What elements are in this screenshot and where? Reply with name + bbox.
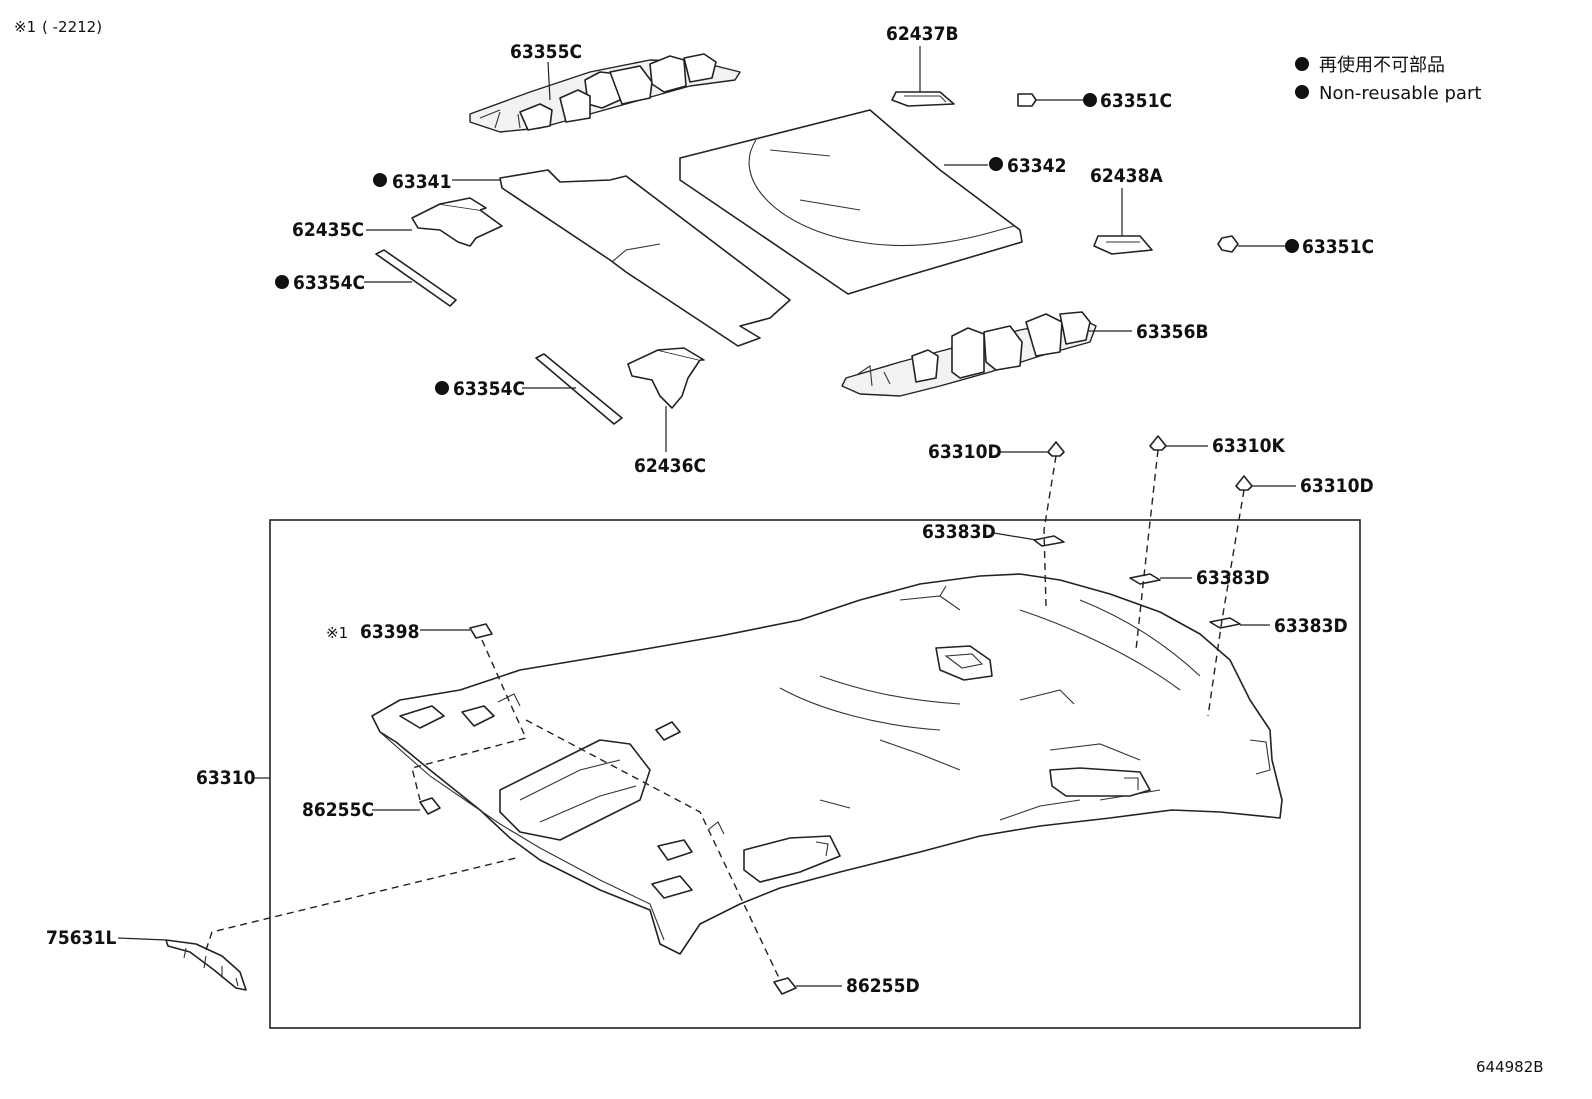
- part-63398-cover: [469, 623, 493, 639]
- non-reusable-bullet-icon: [275, 275, 289, 289]
- callout-63351C-mid: 63351C: [1302, 236, 1374, 258]
- callout-63351C-top: 63351C: [1100, 90, 1172, 112]
- diagram-code: 644982B: [1476, 1058, 1544, 1076]
- applicability-mark: ※1: [14, 18, 36, 36]
- callout-63310: 63310: [196, 767, 256, 789]
- part-63383D-c-tape: [1209, 617, 1241, 629]
- callout-63398: 63398: [360, 621, 419, 643]
- non-reusable-bullet-icon: [373, 173, 387, 187]
- non-reusable-bullet-icon: [1285, 239, 1299, 253]
- part-62436C-bracket: [627, 347, 705, 409]
- part-63354C-upper-strip: [375, 249, 457, 307]
- callout-63355C: 63355C: [510, 41, 582, 63]
- callout-62437B: 62437B: [886, 23, 959, 45]
- legend-bullet-icon: [1295, 85, 1309, 99]
- legend-english: Non-reusable part: [1319, 83, 1481, 104]
- part-86255D-clip: [773, 977, 797, 995]
- non-reusable-bullet-icon: [1083, 93, 1097, 107]
- legend: 再使用不可部品 Non-reusable part: [1295, 55, 1481, 104]
- callout-63342: 63342: [1007, 155, 1066, 177]
- part-63355C-bracket: [469, 53, 741, 133]
- callout-86255C: 86255C: [302, 799, 374, 821]
- callout-63354C-upper: 63354C: [293, 272, 365, 294]
- callout-63356B: 63356B: [1136, 321, 1209, 343]
- part-63351C-top-plug: [1017, 93, 1037, 107]
- legend-japanese: 再使用不可部品: [1319, 55, 1445, 76]
- part-86255C-clip: [419, 797, 441, 815]
- part-63351C-mid-plug: [1217, 235, 1239, 253]
- callout-63383D-b: 63383D: [1196, 567, 1270, 589]
- part-62438A-clip: [1093, 235, 1153, 255]
- part-75631L-trim: [165, 939, 247, 991]
- part-63310D-left-clip: [1047, 441, 1065, 457]
- callout-63383D-a: 63383D: [922, 521, 996, 543]
- callout-63310D-left: 63310D: [928, 441, 1002, 463]
- part-62435C-bracket: [411, 197, 503, 247]
- callout-63310D-right: 63310D: [1300, 475, 1374, 497]
- callout-62438A: 62438A: [1090, 165, 1163, 187]
- applicability-range: ( -2212): [42, 18, 102, 36]
- callout-62436C: 62436C: [634, 455, 706, 477]
- part-62437B-clip: [891, 91, 955, 107]
- part-63383D-b-tape: [1129, 573, 1161, 585]
- part-63341-pad: [499, 169, 791, 347]
- callout-63354C-lower: 63354C: [453, 378, 525, 400]
- callout-63398-mark: ※1: [326, 624, 348, 642]
- callout-62435C: 62435C: [292, 219, 364, 241]
- part-63310-headliner: [371, 573, 1283, 955]
- non-reusable-bullet-icon: [435, 381, 449, 395]
- part-63310D-right-clip: [1235, 475, 1253, 491]
- assembly-frame: [269, 519, 1361, 1029]
- part-63354C-lower-strip: [535, 353, 623, 425]
- callout-63341: 63341: [392, 171, 451, 193]
- callout-63383D-c: 63383D: [1274, 615, 1348, 637]
- non-reusable-bullet-icon: [989, 157, 1003, 171]
- part-63356B-bracket: [841, 311, 1097, 397]
- callout-75631L: 75631L: [46, 927, 116, 949]
- part-63342-pad: [679, 109, 1023, 295]
- part-63310K-clip: [1149, 435, 1167, 451]
- callout-86255D: 86255D: [846, 975, 920, 997]
- legend-bullet-icon: [1295, 57, 1309, 71]
- callout-63310K: 63310K: [1212, 435, 1285, 457]
- part-63383D-a-tape: [1033, 535, 1065, 547]
